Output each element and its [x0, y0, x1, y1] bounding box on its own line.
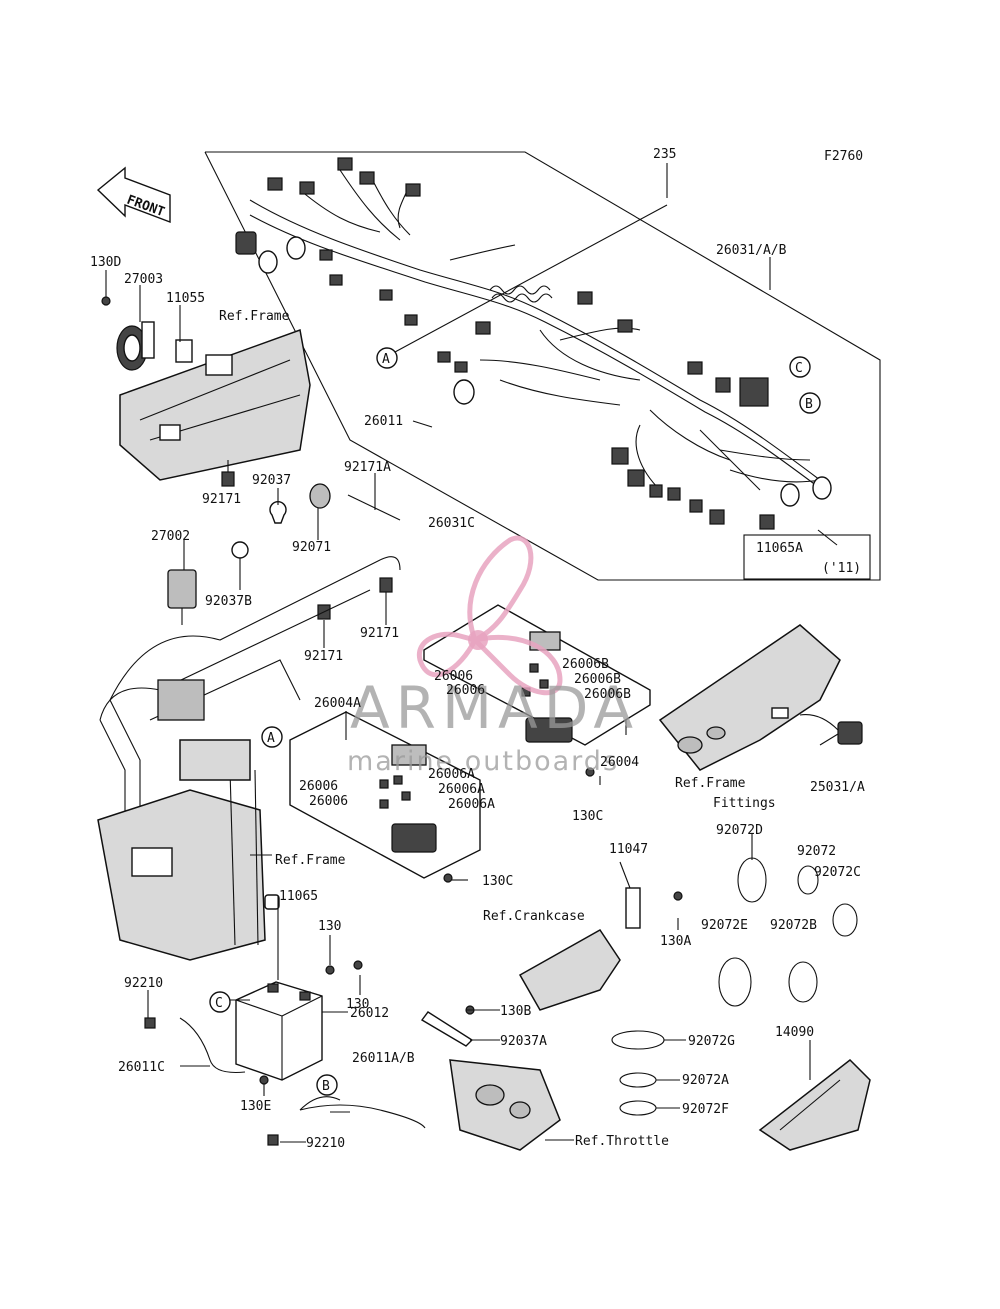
callout-92072: 92072 [797, 844, 836, 859]
clips-center [221, 471, 401, 620]
callout-92072e: 92072E [701, 918, 748, 933]
main-wiring-harness [249, 169, 826, 493]
callout-92210: 92210 [306, 1136, 345, 1151]
callout-27002: 27002 [151, 529, 190, 544]
front-arrow-icon: FRONT [96, 166, 171, 224]
callout-ref-frame: Ref.Frame [275, 853, 346, 868]
connector-A-marker: A [267, 731, 275, 746]
connector-B-marker: B [805, 397, 813, 412]
callout-92171a: 92171A [344, 460, 391, 475]
callout-130e: 130E [240, 1099, 271, 1114]
callout-130b: 130B [500, 1004, 531, 1019]
relay-27002 [167, 569, 197, 625]
callout-92072c: 92072C [814, 865, 861, 880]
callout-25031-a: 25031/A [810, 780, 865, 795]
callout-92037a: 92037A [500, 1034, 547, 1049]
callout-130d: 130D [90, 255, 121, 270]
horn-assembly [101, 296, 193, 371]
callout-year-11: ('11) [822, 561, 861, 576]
callout-11055: 11055 [166, 291, 205, 306]
callout-ref-frame: Ref.Frame [219, 309, 290, 324]
callout-130c: 130C [572, 809, 603, 824]
callout-92037: 92037 [252, 473, 291, 488]
callout-92171: 92171 [360, 626, 399, 641]
callout-26004: 26004 [600, 755, 639, 770]
callout-92171: 92171 [304, 649, 343, 664]
upper-frame [119, 328, 311, 481]
watermark-brand: ARMADA [350, 674, 639, 742]
callout-92072f: 92072F [682, 1102, 729, 1117]
callout-26031-a-b: 26031/A/B [716, 243, 787, 258]
callout-92071: 92071 [292, 540, 331, 555]
connector-A-marker: A [382, 352, 390, 367]
callout-235: 235 [653, 147, 676, 162]
callout-ref-throttle: Ref.Throttle [575, 1134, 669, 1149]
watermark-logo: ARMADA marine outboards [347, 535, 639, 777]
throttle-body [420, 1005, 561, 1151]
callout-ref-crankcase: Ref.Crankcase [483, 909, 585, 924]
part-11065A-box [743, 534, 871, 580]
callout-26006a: 26006A [438, 782, 485, 797]
lower-frame [97, 556, 401, 961]
watermark-tagline: marine outboards [347, 746, 619, 777]
cable-ties [611, 857, 858, 1116]
callout-26031c: 26031C [428, 516, 475, 531]
callout-14090: 14090 [775, 1025, 814, 1040]
callout-labels: F2760 235 26031/A/B 130D 27003 11055 Ref… [90, 147, 865, 1151]
connector-markers: A A B B C C [209, 347, 821, 1096]
connector-C-marker: C [215, 996, 223, 1011]
battery-cables [144, 1017, 426, 1146]
cover-14090 [758, 1059, 871, 1151]
callout-26006b: 26006B [562, 657, 609, 672]
callout-ref-frame-fittings: Fittings [713, 796, 776, 811]
callout-130a: 130A [660, 934, 691, 949]
callout-26012: 26012 [350, 1006, 389, 1021]
callout-ref-frame-fittings: Ref.Frame [675, 776, 746, 791]
callout-11065a: 11065A [756, 541, 803, 556]
callout-11047: 11047 [609, 842, 648, 857]
callout-92072d: 92072D [716, 823, 763, 838]
callout-92171: 92171 [202, 492, 241, 507]
callout-11065: 11065 [279, 889, 318, 904]
callout-92072b: 92072B [770, 918, 817, 933]
callout-26004a: 26004A [314, 696, 361, 711]
callout-26011: 26011 [364, 414, 403, 429]
callout-130c: 130C [482, 874, 513, 889]
figure-code: F2760 [824, 149, 863, 164]
callout-26006: 26006 [434, 669, 473, 684]
callout-92210: 92210 [124, 976, 163, 991]
harness-connectors [235, 157, 832, 530]
callout-130: 130 [346, 997, 369, 1012]
frame-fittings [658, 624, 863, 771]
connector-B-marker: B [322, 1079, 330, 1094]
callout-92037b: 92037B [205, 594, 252, 609]
callout-26006a: 26006A [428, 767, 475, 782]
callout-26011c: 26011C [118, 1060, 165, 1075]
callout-92072a: 92072A [682, 1073, 729, 1088]
callout-26006b: 26006B [574, 672, 621, 687]
connector-C-marker: C [795, 361, 803, 376]
callout-26006: 26006 [446, 683, 485, 698]
watermark-propeller-icon [416, 535, 563, 696]
callout-92072g: 92072G [688, 1034, 735, 1049]
crankcase [518, 887, 683, 1011]
leader-lines [105, 163, 839, 1143]
callout-26006: 26006 [309, 794, 348, 809]
callout-26006: 26006 [299, 779, 338, 794]
callout-27003: 27003 [124, 272, 163, 287]
battery-26012 [235, 894, 363, 1081]
callout-26006b: 26006B [584, 687, 631, 702]
callout-130: 130 [318, 919, 341, 934]
callout-26006a: 26006A [448, 797, 495, 812]
harness-box-outline [204, 151, 881, 581]
callout-26011a-b: 26011A/B [352, 1051, 415, 1066]
